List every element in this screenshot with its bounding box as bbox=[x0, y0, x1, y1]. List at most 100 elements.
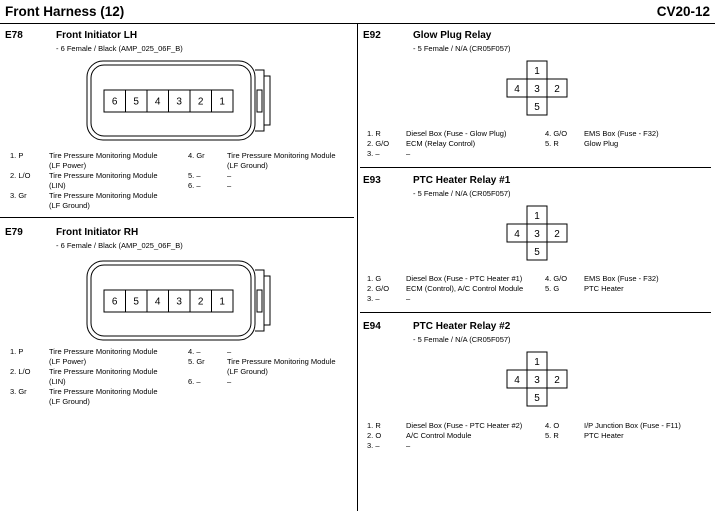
pin-desc: EMS Box (Fuse - F32) bbox=[584, 129, 659, 138]
page-code: CV20-12 bbox=[656, 4, 710, 19]
pin-list-right: 4. –– 5. Gr Tire Pressure Monitoring Modu… bbox=[188, 347, 353, 387]
connector-id: E79 bbox=[5, 227, 23, 238]
pin-row: 5. Gr Tire Pressure Monitoring Module bbox=[188, 357, 353, 367]
page-header: Front Harness (12) CV20-12 bbox=[0, 0, 715, 24]
pin-label: 3. – bbox=[367, 441, 380, 450]
cavity-label: 1 bbox=[219, 297, 225, 308]
pin-label: 4. – bbox=[188, 347, 201, 356]
connector-face-e78: 6 5 4 3 2 1 bbox=[86, 60, 271, 141]
cavity-label: 4 bbox=[514, 229, 520, 240]
section-divider-right-1 bbox=[360, 167, 711, 168]
cavity-label: 2 bbox=[198, 97, 204, 108]
pin-desc: Tire Pressure Monitoring Module bbox=[49, 347, 158, 356]
pin-row: 3. –– bbox=[367, 149, 542, 159]
cavity-label: 2 bbox=[554, 229, 560, 240]
connector-id: E93 bbox=[363, 175, 381, 186]
pin-label: 5. – bbox=[188, 171, 201, 180]
relay-face-e92: 1 4 3 2 5 bbox=[506, 60, 568, 116]
pin-label: 4. G/O bbox=[545, 129, 568, 138]
cavity-label: 5 bbox=[534, 102, 540, 113]
connector-name: Front Initiator RH bbox=[56, 227, 139, 238]
pin-desc-cont: (LIN) bbox=[49, 377, 66, 386]
pin-desc: I/P Junction Box (Fuse - F11) bbox=[584, 421, 681, 430]
pin-desc: PTC Heater bbox=[584, 284, 624, 293]
pin-label: 5. Gr bbox=[188, 357, 205, 366]
pin-row: 3. Gr Tire Pressure Monitoring Module bbox=[10, 387, 185, 397]
connector-id: E78 bbox=[5, 30, 23, 41]
pin-label: 2. L/O bbox=[10, 171, 31, 180]
section-divider-left bbox=[0, 217, 354, 218]
pin-label: 5. R bbox=[545, 431, 559, 440]
cavity-label: 1 bbox=[534, 211, 540, 222]
pin-desc-cont: (LF Ground) bbox=[49, 397, 90, 406]
pin-desc: Tire Pressure Monitoring Module bbox=[227, 151, 336, 160]
pin-desc: PTC Heater bbox=[584, 431, 624, 440]
pin-row: 3. – – bbox=[367, 441, 542, 451]
pin-label: 4. Gr bbox=[188, 151, 205, 160]
connector-type: - 5 Female / N/A (CR05F057) bbox=[413, 335, 511, 344]
cavity-label: 5 bbox=[534, 247, 540, 258]
pin-desc: Diesel Box (Fuse - PTC Heater #2) bbox=[406, 421, 523, 430]
pin-label: 2. O bbox=[367, 431, 382, 440]
pin-label: 5. R bbox=[545, 139, 559, 148]
cavity-label: 3 bbox=[176, 297, 182, 308]
pin-label: 1. P bbox=[10, 151, 24, 160]
pin-desc-cont: (LF Power) bbox=[49, 357, 87, 366]
pin-desc-cont: (LIN) bbox=[49, 181, 66, 190]
connector-name: Front Initiator LH bbox=[56, 30, 138, 41]
cavity-label: 4 bbox=[514, 84, 520, 95]
pin-desc: Tire Pressure Monitoring Module bbox=[227, 357, 336, 366]
cavity-label: 2 bbox=[198, 297, 204, 308]
pin-row: 5. R PTC Heater bbox=[545, 431, 710, 441]
connector-name: PTC Heater Relay #1 bbox=[413, 175, 511, 186]
cavity-label: 5 bbox=[133, 297, 139, 308]
pin-desc: Diesel Box (Fuse - Glow Plug) bbox=[406, 129, 507, 138]
pin-desc: Diesel Box (Fuse - PTC Heater #1) bbox=[406, 274, 523, 283]
pin-row: 4. –– bbox=[188, 347, 353, 357]
cavity-label: 3 bbox=[534, 375, 540, 386]
pin-desc-cont: (LF Ground) bbox=[227, 161, 268, 170]
pin-desc: – bbox=[227, 181, 232, 190]
cavity-label: 4 bbox=[155, 297, 161, 308]
pin-label: 3. Gr bbox=[10, 387, 27, 396]
pin-desc: Tire Pressure Monitoring Module bbox=[49, 151, 158, 160]
cavity-label: 6 bbox=[112, 297, 118, 308]
cavity-label: 1 bbox=[534, 66, 540, 77]
connector-type: - 6 Female / Black (AMP_025_06F_B) bbox=[56, 44, 183, 53]
pin-label: 3. – bbox=[367, 149, 380, 158]
pin-desc: Tire Pressure Monitoring Module bbox=[49, 367, 158, 376]
cavity-label: 3 bbox=[176, 97, 182, 108]
connector-face-e79: 6 5 4 3 2 1 bbox=[86, 260, 271, 341]
pin-desc: Tire Pressure Monitoring Module bbox=[49, 387, 158, 396]
cavity-label: 1 bbox=[219, 97, 225, 108]
pin-label: 6. – bbox=[188, 181, 201, 190]
cavity-label: 3 bbox=[534, 229, 540, 240]
cavity-label: 1 bbox=[534, 357, 540, 368]
connector-type: - 6 Female / Black (AMP_025_06F_B) bbox=[56, 241, 183, 250]
pin-desc-cont: (LF Ground) bbox=[227, 367, 268, 376]
pin-label: 2. G/O bbox=[367, 284, 390, 293]
connector-id: E94 bbox=[363, 321, 381, 332]
cavity-label: 6 bbox=[112, 97, 118, 108]
pin-label: 4. G/O bbox=[545, 274, 568, 283]
pin-desc: ECM (Control), A/C Control Module bbox=[406, 284, 524, 293]
pin-desc: – bbox=[406, 294, 411, 303]
pin-row: 5. –– bbox=[188, 171, 353, 181]
pin-desc: – bbox=[406, 441, 411, 450]
connector-name: PTC Heater Relay #2 bbox=[413, 321, 511, 332]
